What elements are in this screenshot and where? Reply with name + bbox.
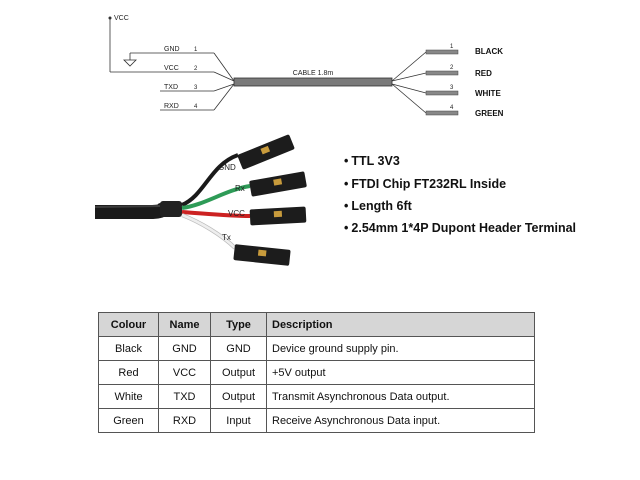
- photo-label-gnd: GND: [218, 163, 236, 172]
- cable-boot: [160, 201, 182, 217]
- cell-colour: Green: [98, 408, 159, 433]
- wire-terminal-2: [425, 70, 459, 76]
- cell-name: VCC: [158, 360, 211, 385]
- header-vcc: [249, 206, 307, 226]
- feature-text: Length 6ft: [351, 199, 412, 213]
- header-rx: [249, 171, 307, 197]
- wire-terminal-3: [425, 90, 459, 96]
- photo-label-vcc: VCC: [228, 209, 245, 218]
- cell-colour: Red: [98, 360, 159, 385]
- cell-name: TXD: [158, 384, 211, 409]
- pin-name-txd: TXD: [164, 84, 178, 91]
- wire-color-green: GREEN: [475, 109, 504, 118]
- cell-description: Receive Asynchronous Data input.: [266, 408, 535, 433]
- photo-label-tx: Tx: [222, 233, 231, 242]
- feature-text: 2.54mm 1*4P Dupont Header Terminal: [351, 221, 577, 235]
- cable-label: CABLE 1.8m: [293, 70, 334, 77]
- feature-item: •TTL 3V3: [344, 154, 400, 168]
- table-header-row: Colour Name Type Description: [98, 312, 535, 337]
- pin-name-rxd: RXD: [164, 103, 179, 110]
- header-gnd: [237, 134, 295, 170]
- wire-color-white: WHITE: [475, 89, 501, 98]
- bullet-icon: •: [344, 154, 349, 168]
- wire-color-red: RED: [475, 69, 492, 78]
- cell-description: +5V output: [266, 360, 535, 385]
- header-tx: [233, 244, 291, 266]
- pin-name-gnd: GND: [164, 46, 180, 53]
- feature-text: TTL 3V3: [351, 154, 400, 168]
- header-pin-icon: [273, 210, 283, 218]
- column-header-description: Description: [266, 312, 535, 337]
- cell-type: Output: [210, 384, 267, 409]
- cable-photo: GND Rx VCC Tx: [94, 134, 307, 266]
- wire-terminal-1: [425, 49, 459, 55]
- cell-colour: White: [98, 384, 159, 409]
- bullet-icon: •: [344, 177, 349, 191]
- pin-num-3: 3: [194, 85, 198, 91]
- green-wire: [181, 184, 251, 210]
- header-pin-icon: [273, 178, 283, 186]
- ground-symbol-icon: [123, 59, 137, 67]
- feature-text: FTDI Chip FT232RL Inside: [351, 177, 507, 191]
- bullet-icon: •: [344, 221, 349, 235]
- red-wire: [181, 210, 251, 218]
- pinout-table: Colour Name Type Description Black GND G…: [98, 312, 535, 433]
- cell-name: RXD: [158, 408, 211, 433]
- photo-label-rx: Rx: [235, 184, 245, 193]
- wire-num-2: 2: [450, 65, 454, 71]
- pin-num-1: 1: [194, 47, 198, 53]
- column-header-name: Name: [158, 312, 211, 337]
- table-row: Red VCC Output +5V output: [98, 360, 535, 385]
- feature-item: •FTDI Chip FT232RL Inside: [344, 177, 506, 191]
- black-wire: [181, 153, 239, 207]
- cell-description: Transmit Asynchronous Data output.: [266, 384, 535, 409]
- wire-terminal-4: [425, 110, 459, 116]
- cell-type: GND: [210, 336, 267, 361]
- schematic: VCC GND VCC TXD RXD 1 2 3 4 CABLE 1.8m: [108, 15, 504, 118]
- column-header-type: Type: [210, 312, 267, 337]
- wire-num-3: 3: [450, 85, 454, 91]
- vcc-label: VCC: [114, 15, 129, 22]
- header-pin-icon: [257, 249, 267, 257]
- wire-num-1: 1: [450, 44, 454, 50]
- cell-type: Input: [210, 408, 267, 433]
- table-row: Green RXD Input Receive Asynchronous Dat…: [98, 408, 535, 433]
- cable-body: [233, 77, 393, 87]
- bullet-icon: •: [344, 199, 349, 213]
- pin-name-vcc: VCC: [164, 65, 179, 72]
- wire-num-4: 4: [450, 105, 454, 111]
- header-pin-icon: [260, 145, 271, 155]
- pin-num-4: 4: [194, 104, 198, 110]
- feature-item: •Length 6ft: [344, 199, 412, 213]
- cell-type: Output: [210, 360, 267, 385]
- cell-name: GND: [158, 336, 211, 361]
- wire-color-black: BLACK: [475, 47, 503, 56]
- pin-num-2: 2: [194, 66, 198, 72]
- feature-item: •2.54mm 1*4P Dupont Header Terminal: [344, 221, 576, 235]
- cell-colour: Black: [98, 336, 159, 361]
- white-wire: [181, 213, 237, 250]
- table-row: White TXD Output Transmit Asynchronous D…: [98, 384, 535, 409]
- cell-description: Device ground supply pin.: [266, 336, 535, 361]
- column-header-colour: Colour: [98, 312, 159, 337]
- table-row: Black GND GND Device ground supply pin.: [98, 336, 535, 361]
